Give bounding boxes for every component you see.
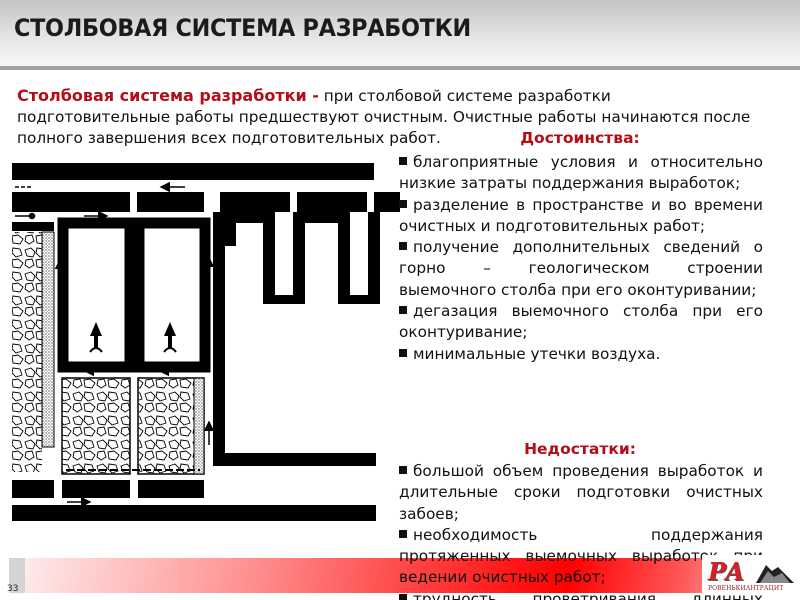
pros-item: дегазация выемочного столба при его окон… <box>399 302 763 342</box>
logo-mark: РА <box>708 557 745 586</box>
pros-item: получение дополнительных сведений о горн… <box>399 238 763 299</box>
pros-heading: Достоинства: <box>520 129 640 147</box>
bullet-icon <box>399 157 407 165</box>
footer-gradient-bar <box>25 558 800 593</box>
intro-paragraph: Столбовая система разработки - при столб… <box>17 85 757 149</box>
slide-header: СТОЛБОВАЯ СИСТЕМА РАЗРАБОТКИ <box>0 0 800 66</box>
development-drifts <box>220 212 380 304</box>
main-drifts <box>12 163 400 231</box>
intro-definition: при столбовой системе разработки подгото… <box>17 87 751 147</box>
pros-item: благоприятные условия и относительно низ… <box>399 153 763 193</box>
intro-term: Столбовая система разработки - <box>17 86 319 105</box>
bullet-icon <box>399 466 407 474</box>
bullet-icon <box>399 199 407 208</box>
page-number: 33 <box>7 584 19 594</box>
bullet-icon <box>399 306 407 315</box>
cons-item: трудность проветривания длинных <box>399 589 763 600</box>
pillar-2 <box>133 217 211 373</box>
face-advance-arrows <box>89 322 177 353</box>
pros-item: минимальные утечки воздуха. <box>399 344 763 365</box>
mining-layout-diagram <box>12 163 400 521</box>
pros-item: разделение в пространстве и во времени о… <box>399 195 763 235</box>
bullet-icon <box>399 593 407 600</box>
bullet-icon <box>399 529 407 538</box>
header-divider <box>0 66 800 70</box>
bullet-icon <box>399 242 407 251</box>
page-number-tab <box>9 558 25 593</box>
cons-heading: Недостатки: <box>524 440 636 458</box>
lower-drifts <box>12 480 376 521</box>
logo-caption: РОВЕНЬКИАНТРАЦИТ <box>708 585 784 592</box>
cons-list: большой объем проведения выработок и дли… <box>399 461 763 600</box>
cons-item: необходимость поддержания протяженных вы… <box>399 525 763 587</box>
mine-heap-icon <box>756 565 794 583</box>
goaf-block-2 <box>137 377 205 475</box>
airflow-arrows <box>15 181 215 508</box>
goaf-block-1 <box>61 377 131 475</box>
goaf-left <box>12 232 42 472</box>
company-logo: РА РОВЕНЬКИАНТРАЦИТ <box>702 555 800 595</box>
bullet-icon <box>399 348 407 357</box>
cons-item: большой объем проведения выработок и дли… <box>399 462 763 523</box>
slide-title: СТОЛБОВАЯ СИСТЕМА РАЗРАБОТКИ <box>14 14 471 42</box>
pros-list: благоприятные условия и относительно низ… <box>399 152 763 365</box>
